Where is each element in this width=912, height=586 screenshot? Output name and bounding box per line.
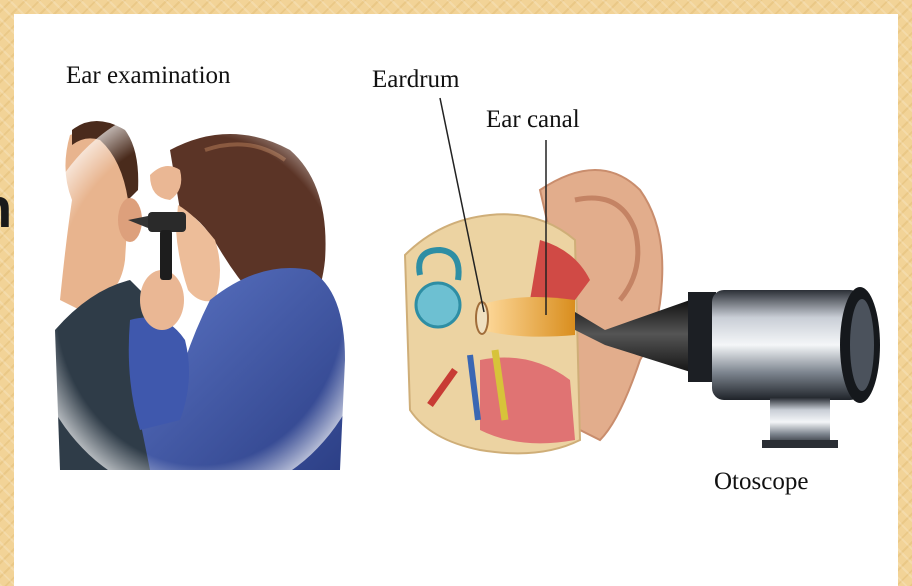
ear-canal-label: Ear canal xyxy=(486,106,580,134)
cochlea xyxy=(416,283,460,327)
ear-examination-label: Ear examination xyxy=(66,62,231,90)
otoscope-collar xyxy=(688,292,716,382)
otoscope-label: Otoscope xyxy=(714,468,808,496)
ear-canal xyxy=(480,297,575,337)
eardrum xyxy=(476,302,488,334)
eardrum-label: Eardrum xyxy=(372,66,459,94)
ear-cross-section-illustration xyxy=(405,170,662,453)
otoscope-body xyxy=(712,290,862,400)
otoscope-stand xyxy=(770,398,830,446)
otoscope-lens xyxy=(850,299,874,391)
otoscope-stand-base xyxy=(762,440,838,448)
ear-examination-illustration xyxy=(25,100,375,500)
